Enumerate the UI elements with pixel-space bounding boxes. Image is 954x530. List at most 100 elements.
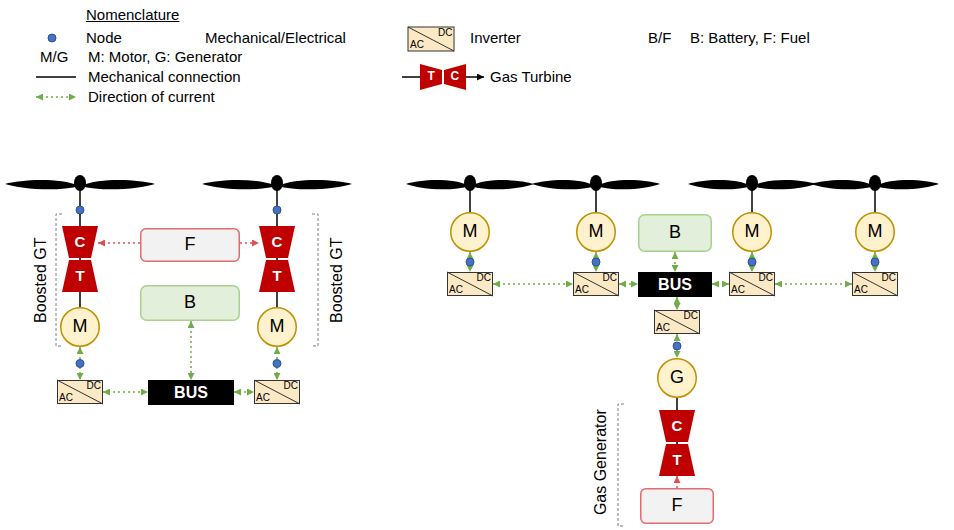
propeller-blade [811,180,875,189]
node-text: M [73,317,88,337]
battery-box: B [638,214,712,252]
node-text: T [672,452,681,469]
inverter-diagonal [408,27,454,51]
propeller [811,175,939,212]
inverter-text: DC [438,28,452,38]
machine-circle: M [257,307,297,347]
propeller-hub [271,175,283,191]
propeller [202,175,352,226]
fuel-connector [676,476,678,488]
machine-circle: M [732,212,772,252]
compressor-symbol [444,64,466,90]
bracket [312,214,318,346]
bracket [618,404,624,526]
fuel-box: F [640,488,714,524]
inverter-text: DC [603,273,617,283]
propeller-blade [875,180,939,189]
turbine-letter: T [428,70,435,84]
legend-text: M: Motor, G: Generator [88,48,242,65]
node-dot [466,258,474,266]
legend-text: M/G [40,48,68,65]
inverter-box: ACDC [654,310,700,334]
inverter-text: AC [410,40,424,50]
group-label: Gas Generator [592,409,610,515]
node-dot [273,360,281,368]
inverter-box: ACDC [729,272,775,296]
node-dot [273,206,281,214]
current-connector [190,321,192,380]
node-text: F [185,235,196,255]
node-dot [673,342,681,350]
inverter-text: AC [575,285,589,295]
mechanical-connection [79,292,81,307]
propeller-blade [532,180,596,189]
propeller-blade [470,180,534,189]
bus-bar: BUS [148,380,234,405]
legend-text: Node [86,29,122,46]
node-text: M [463,222,478,242]
legend-current-arrow [36,96,76,98]
propeller [532,175,660,212]
machine-circle: M [855,212,895,252]
node-text: B [669,223,681,243]
inverter-text: DC [882,273,896,283]
legend-samples [36,27,484,97]
propeller-blade [406,180,470,189]
compressor-block: C [259,226,295,258]
node-text: C [75,234,86,251]
propeller-blade [277,180,352,189]
inverter-box: AC DC [57,380,103,404]
node-dot [871,258,879,266]
node-text: T [272,268,281,285]
machine-circle: M [576,212,616,252]
fuel-connector [240,242,259,244]
inverter-text: AC [449,285,463,295]
turbine-block: T [659,444,695,476]
legend-text: Mechanical connection [88,68,241,85]
mechanical-connection [276,258,278,260]
propeller-hub [464,175,476,191]
legend-text: B: Battery, F: Fuel [690,29,810,46]
mechanical-connection [676,442,678,444]
mechanical-connection [676,398,678,410]
inverter-box: ACDC [852,272,898,296]
legend-text: Direction of current [88,88,215,105]
node-dot [748,258,756,266]
turbine-block: T [62,260,98,292]
inverter-text: DC [87,381,101,391]
inverter-text: DC [284,381,298,391]
node-text: M [868,222,883,242]
group-label: Boosted GT [328,238,346,323]
current-connector [775,283,852,285]
propeller-blade [596,180,660,189]
current-connector [493,283,573,285]
node-text: T [75,268,84,285]
compressor-block: C [659,410,695,442]
current-connector [103,391,148,393]
heading: Nomenclature [86,6,179,23]
current-connector [619,283,638,285]
turbine-symbol [420,64,442,90]
node-text: C [672,418,683,435]
propeller-blade [5,180,80,189]
turbine-block: T [259,260,295,292]
propeller-hub [74,175,86,191]
fuel-connector [98,242,140,244]
group-label: Boosted GT [32,238,50,323]
node-text: G [670,368,684,388]
bus-bar: BUS [638,272,712,297]
inverter-text: DC [759,273,773,283]
legend-text: Mechanical/Electrical [205,29,346,46]
legend-text: Inverter [470,29,521,46]
inverter-text: AC [59,393,73,403]
machine-circle: G [657,358,697,398]
turbine-letter: C [451,70,460,84]
machine-circle: M [450,212,490,252]
current-connector [712,283,729,285]
propeller-hub [590,175,602,191]
propeller [5,175,155,226]
propeller [406,175,534,212]
current-connector [674,252,676,272]
propeller-hub [746,175,758,191]
node-text: M [745,222,760,242]
